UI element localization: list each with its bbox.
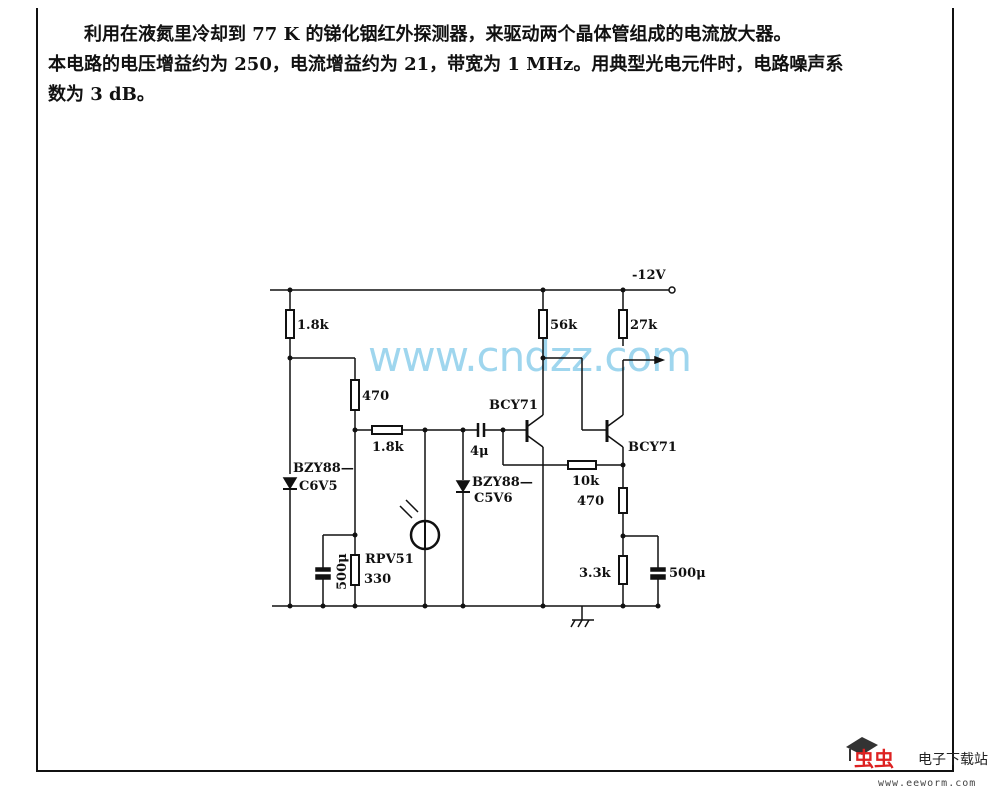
- desc-line-3: 数为 3 dB。: [48, 84, 155, 105]
- d1-label-b: C6V5: [299, 479, 338, 494]
- supply-terminal: [668, 286, 676, 294]
- detector-load-label: 330: [364, 572, 391, 587]
- d2-label-a: BZY88—: [472, 475, 533, 490]
- resistor-r8: [618, 555, 628, 585]
- logo-mark: 虫虫: [854, 747, 894, 771]
- output-arrow-icon: [654, 355, 666, 365]
- c1-label: 4μ: [470, 444, 489, 459]
- light-arrows-icon: [399, 499, 419, 519]
- resistor-r2: [350, 379, 360, 411]
- resistor-r7: [618, 487, 628, 514]
- supply-label: -12V: [632, 268, 666, 283]
- junction-dots: [287, 287, 661, 609]
- c3-label: 500μ: [669, 566, 706, 581]
- c2-label: 500μ: [335, 553, 350, 590]
- resistor-r3: [371, 425, 403, 435]
- graduation-cap-icon: [846, 737, 878, 761]
- resistor-r6: [567, 460, 597, 470]
- desc-line-2: 本电路的电压增益约为 250，电流增益约为 21，带宽为 1 MHz。用典型光电…: [48, 54, 844, 75]
- r8-label: 3.3k: [579, 566, 612, 581]
- resistor-detector-load: [350, 554, 360, 586]
- r4-label: 56k: [550, 318, 578, 333]
- capacitor-c2: [315, 567, 331, 580]
- capacitor-c3: [650, 567, 666, 580]
- r6-label: 10k: [572, 474, 600, 489]
- logo-url: www.eeworm.com: [878, 778, 977, 789]
- detector-label: RPV51: [365, 552, 414, 567]
- zener-diode-d2: [455, 480, 471, 493]
- description-text: 利用在液氮里冷却到 77 K 的锑化铟红外探测器，来驱动两个晶体管组成的电流放大…: [48, 20, 938, 110]
- r3-label: 1.8k: [372, 440, 405, 455]
- logo-name: 电子下载站: [918, 752, 988, 768]
- r7-label: 470: [577, 494, 604, 509]
- zener-diode-d1: [282, 477, 298, 490]
- r1-label: 1.8k: [297, 318, 330, 333]
- resistor-r5: [618, 309, 628, 339]
- page-frame: [36, 8, 954, 772]
- t1-label: BCY71: [489, 398, 538, 413]
- d2-label-b: C5V6: [474, 491, 513, 506]
- site-logo: 虫虫 电子下载站 www.eeworm.com: [840, 733, 990, 795]
- desc-line-1: 利用在液氮里冷却到 77 K 的锑化铟红外探测器，来驱动两个晶体管组成的电流放大…: [84, 24, 792, 45]
- d1-label-a: BZY88—: [293, 461, 354, 476]
- resistor-r1: [285, 309, 295, 339]
- r2-label: 470: [362, 389, 389, 404]
- r5-label: 27k: [630, 318, 658, 333]
- resistor-r4: [538, 309, 548, 339]
- ground-symbol: [570, 606, 594, 628]
- watermark: www.cndzz.com: [368, 332, 692, 381]
- t2-label: BCY71: [628, 440, 677, 455]
